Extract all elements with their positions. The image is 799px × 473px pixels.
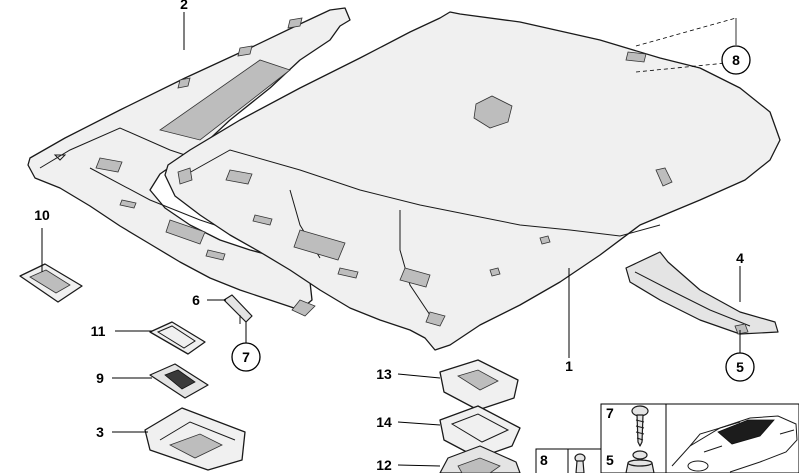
inset-label-8: 8 [540,452,548,468]
screw-icon [631,405,649,447]
callout-8: 8 [732,52,740,68]
callout-7: 7 [242,349,250,365]
clip-icon [574,453,586,473]
callout-10: 10 [34,207,50,223]
bracket-part-6 [223,294,253,324]
callout-2: 2 [180,0,188,12]
headliner-main-part-1 [164,11,781,351]
inset-panel: 7 8 5 [535,403,799,473]
callout-14: 14 [376,414,392,430]
callout-4: 4 [736,250,744,266]
frame-part-10 [19,263,83,303]
callout-13: 13 [376,366,392,382]
callout-5: 5 [736,359,744,375]
callout-circle-5 [725,352,755,382]
callout-11: 11 [91,323,106,339]
light-unit-part-9 [149,363,209,399]
callout-9: 9 [96,370,104,386]
cover-part-11 [149,321,206,355]
reference-lines [635,17,737,73]
callout-3: 3 [96,424,104,440]
module-part-12 [439,445,521,473]
trim-strip-part-4 [625,251,779,335]
callout-circle-7 [231,342,261,372]
console-part-3 [144,407,246,471]
panel-part-13 [439,359,519,411]
vehicle-thumbnail [671,415,798,473]
callout-6: 6 [192,292,200,308]
callout-12: 12 [376,457,392,473]
inset-label-5: 5 [606,452,614,468]
callout-1: 1 [565,358,573,374]
callout-circle-8 [721,45,751,75]
plug-icon [625,450,655,473]
frame-part-14 [439,405,521,459]
inset-label-7: 7 [606,405,614,421]
